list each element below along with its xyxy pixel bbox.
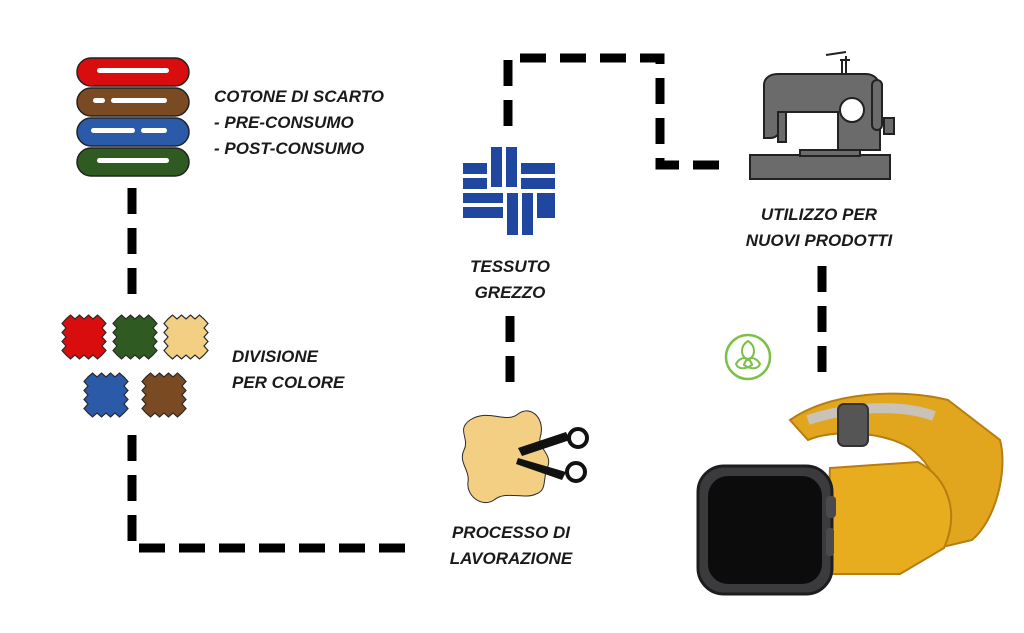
label-raw-fabric-line2: GREZZO (474, 283, 546, 302)
label-color-division: DIVISIONE PER COLORE (232, 344, 344, 396)
sewing-machine-icon (749, 51, 895, 180)
label-post-consumer: - POST-CONSUMO (214, 139, 365, 158)
fabric-swatches-icon (61, 314, 209, 418)
swatch-red (61, 314, 107, 360)
label-color-division-line1: DIVISIONE (232, 347, 318, 366)
watch-case (696, 464, 836, 596)
connector-weave-to-machine (503, 53, 728, 170)
swatch-blue (83, 372, 129, 418)
label-raw-fabric-line1: TESSUTO (470, 257, 550, 276)
label-waste-cotton: COTONE DI SCARTO - PRE-CONSUMO - POST-CO… (214, 84, 384, 162)
label-color-division-line2: PER COLORE (232, 373, 345, 392)
scissors-handle-top (567, 427, 589, 449)
smartwatch-strap-image (696, 392, 1004, 596)
watch-buckle (837, 403, 869, 447)
scissors-handle-bottom (565, 461, 587, 483)
process-flow-connectors (127, 53, 827, 553)
eco-leaf-cycle-icon (724, 333, 772, 381)
leather-hide-scissors-icon (461, 410, 589, 504)
label-processing-line2: LAVORAZIONE (449, 549, 573, 568)
label-processing: PROCESSO DI LAVORAZIONE (438, 520, 584, 572)
label-pre-consumer: - PRE-CONSUMO (214, 113, 354, 132)
swatch-brown (141, 372, 187, 418)
swatch-green (112, 314, 158, 360)
scissors-blade-bottom (516, 458, 566, 480)
label-waste-cotton-title: COTONE DI SCARTO (214, 87, 385, 106)
scissors-blade-top (518, 432, 570, 456)
swatch-beige (163, 314, 209, 360)
label-new-products-line1: UTILIZZO PER (760, 205, 878, 224)
label-new-products: UTILIZZO PER NUOVI PRODOTTI (734, 202, 904, 254)
label-new-products-line2: NUOVI PRODOTTI (745, 231, 893, 250)
label-processing-line1: PROCESSO DI (451, 523, 571, 542)
label-raw-fabric: TESSUTO GREZZO (458, 254, 562, 306)
woven-fabric-icon (461, 145, 557, 237)
leather-hide-shape (461, 410, 550, 504)
connector-swatches-to-processing (127, 435, 412, 553)
fabric-stack-icon (76, 57, 190, 177)
watch-strap-front (824, 460, 953, 575)
